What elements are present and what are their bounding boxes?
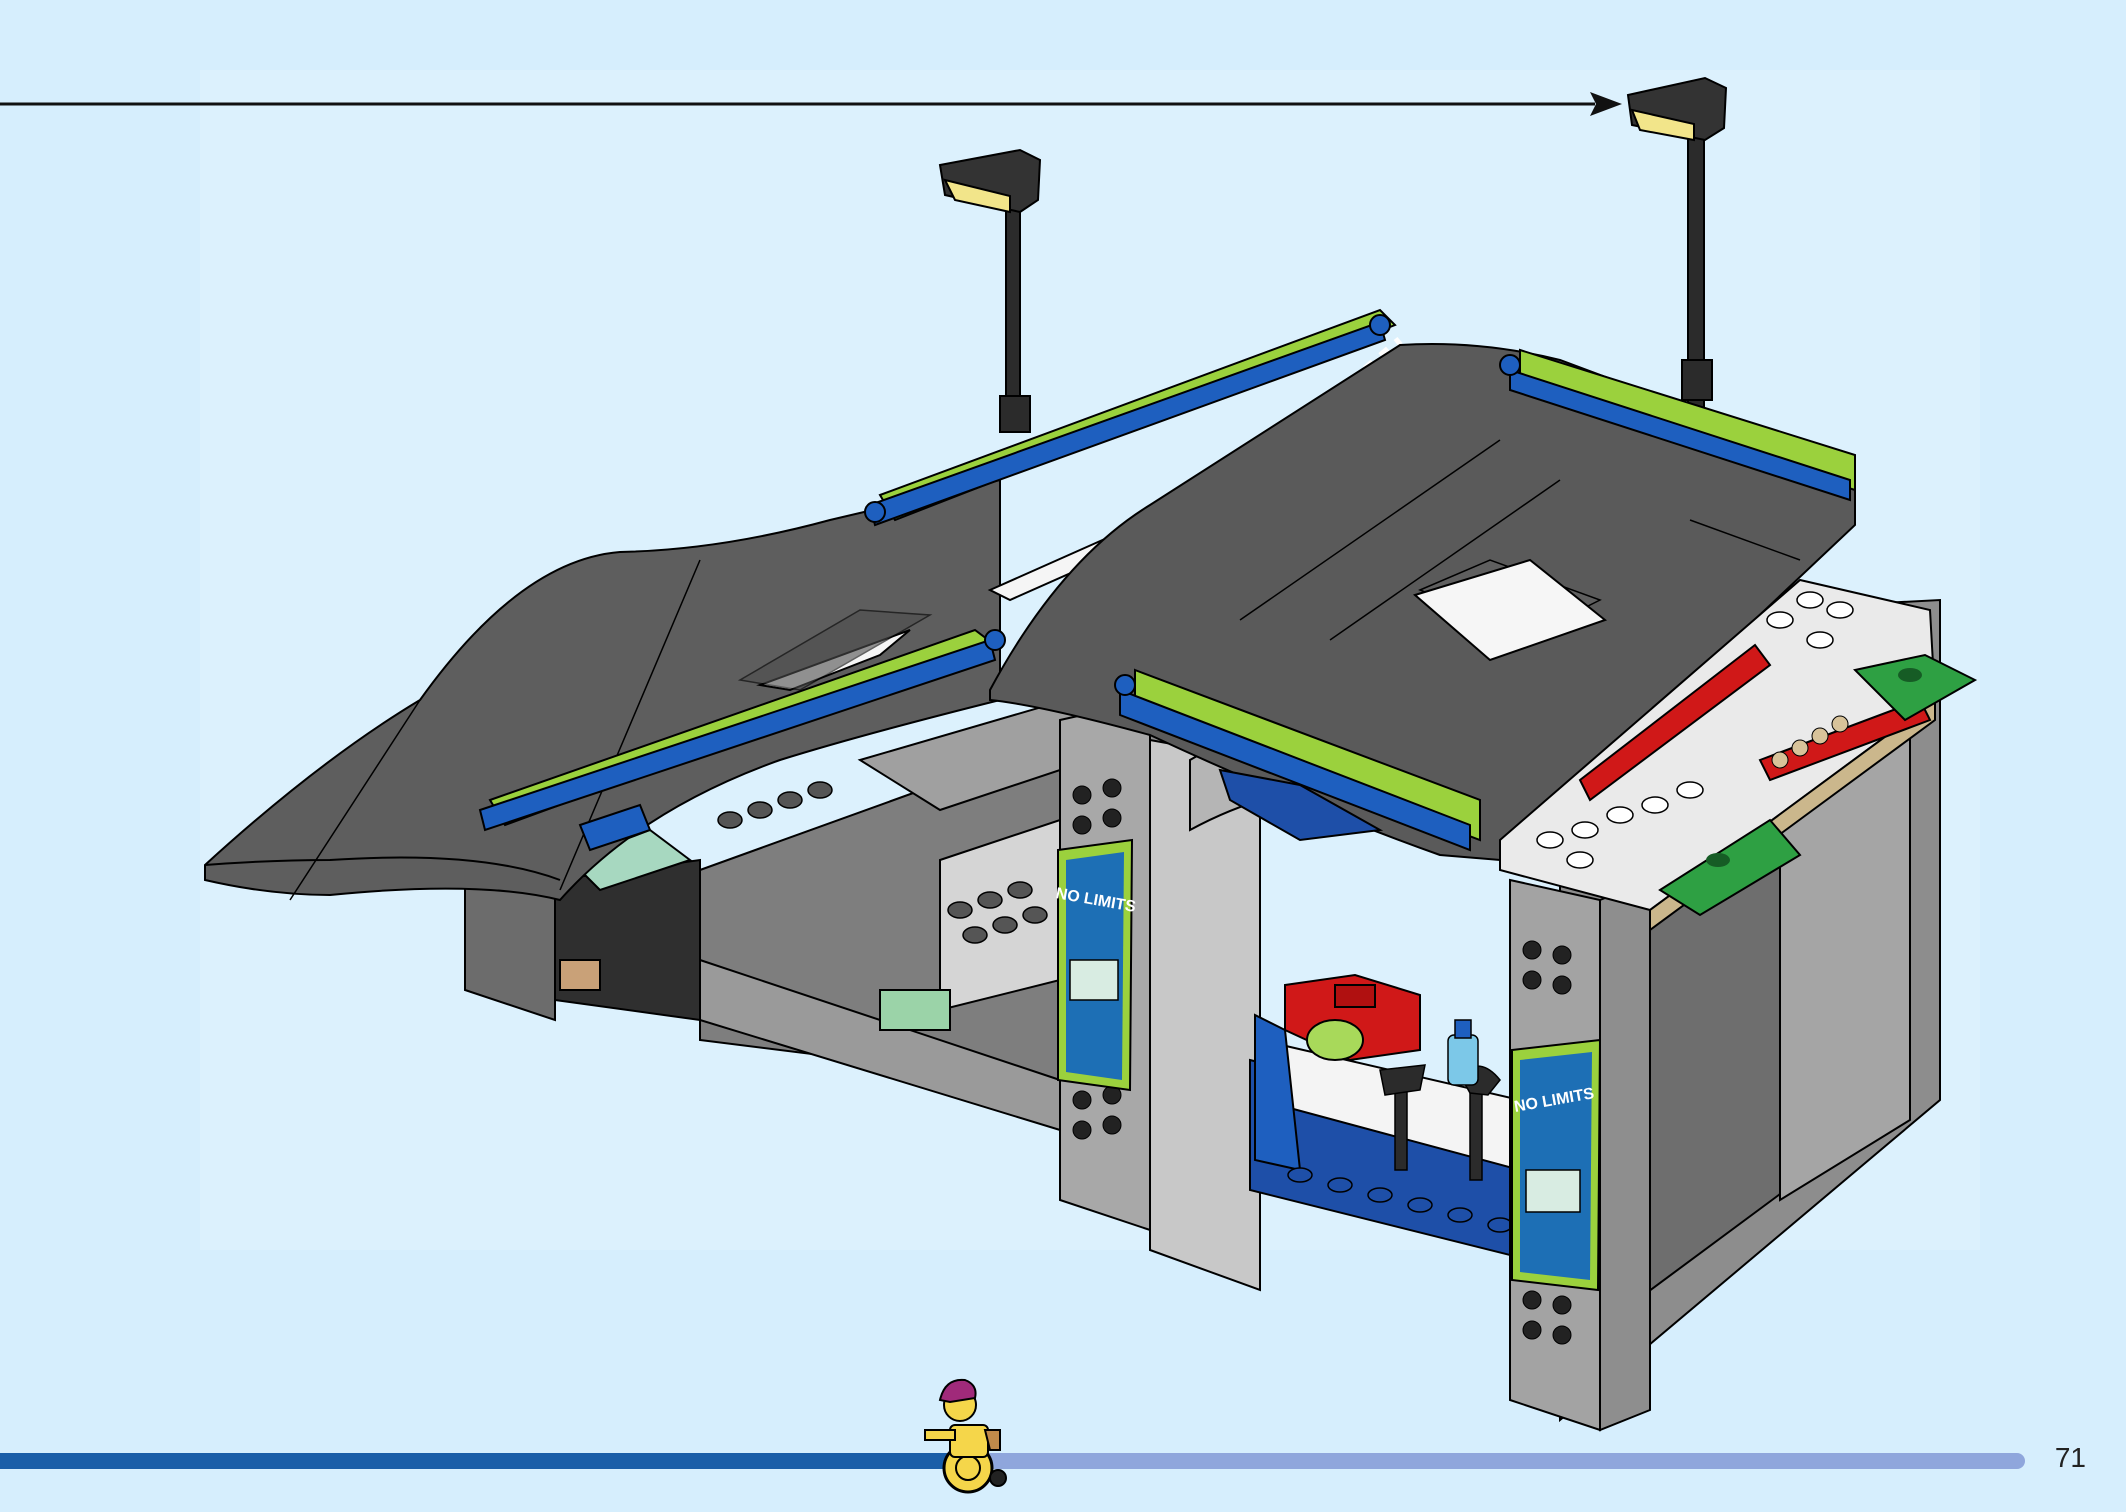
street-lamp-icon xyxy=(1626,76,1728,416)
tool-shelf xyxy=(1249,973,1531,1262)
ramp-rail xyxy=(478,628,1006,852)
deck-rail xyxy=(1499,348,1856,502)
deck-rail xyxy=(1114,668,1481,852)
progress-bar xyxy=(0,1453,2025,1469)
side-platform xyxy=(1499,578,1978,932)
page-number: 71 xyxy=(2054,1442,2086,1473)
progress-fill xyxy=(0,1453,952,1469)
minifigure-wheelchair-icon xyxy=(924,1378,1007,1494)
street-lamp-icon xyxy=(938,148,1042,433)
banner-no-limits: NO LIMITS xyxy=(1511,1038,1602,1292)
step-arrow-icon xyxy=(0,92,1622,116)
ramp-rail xyxy=(864,308,1397,527)
banner-no-limits: NO LIMITS xyxy=(1054,838,1137,1092)
